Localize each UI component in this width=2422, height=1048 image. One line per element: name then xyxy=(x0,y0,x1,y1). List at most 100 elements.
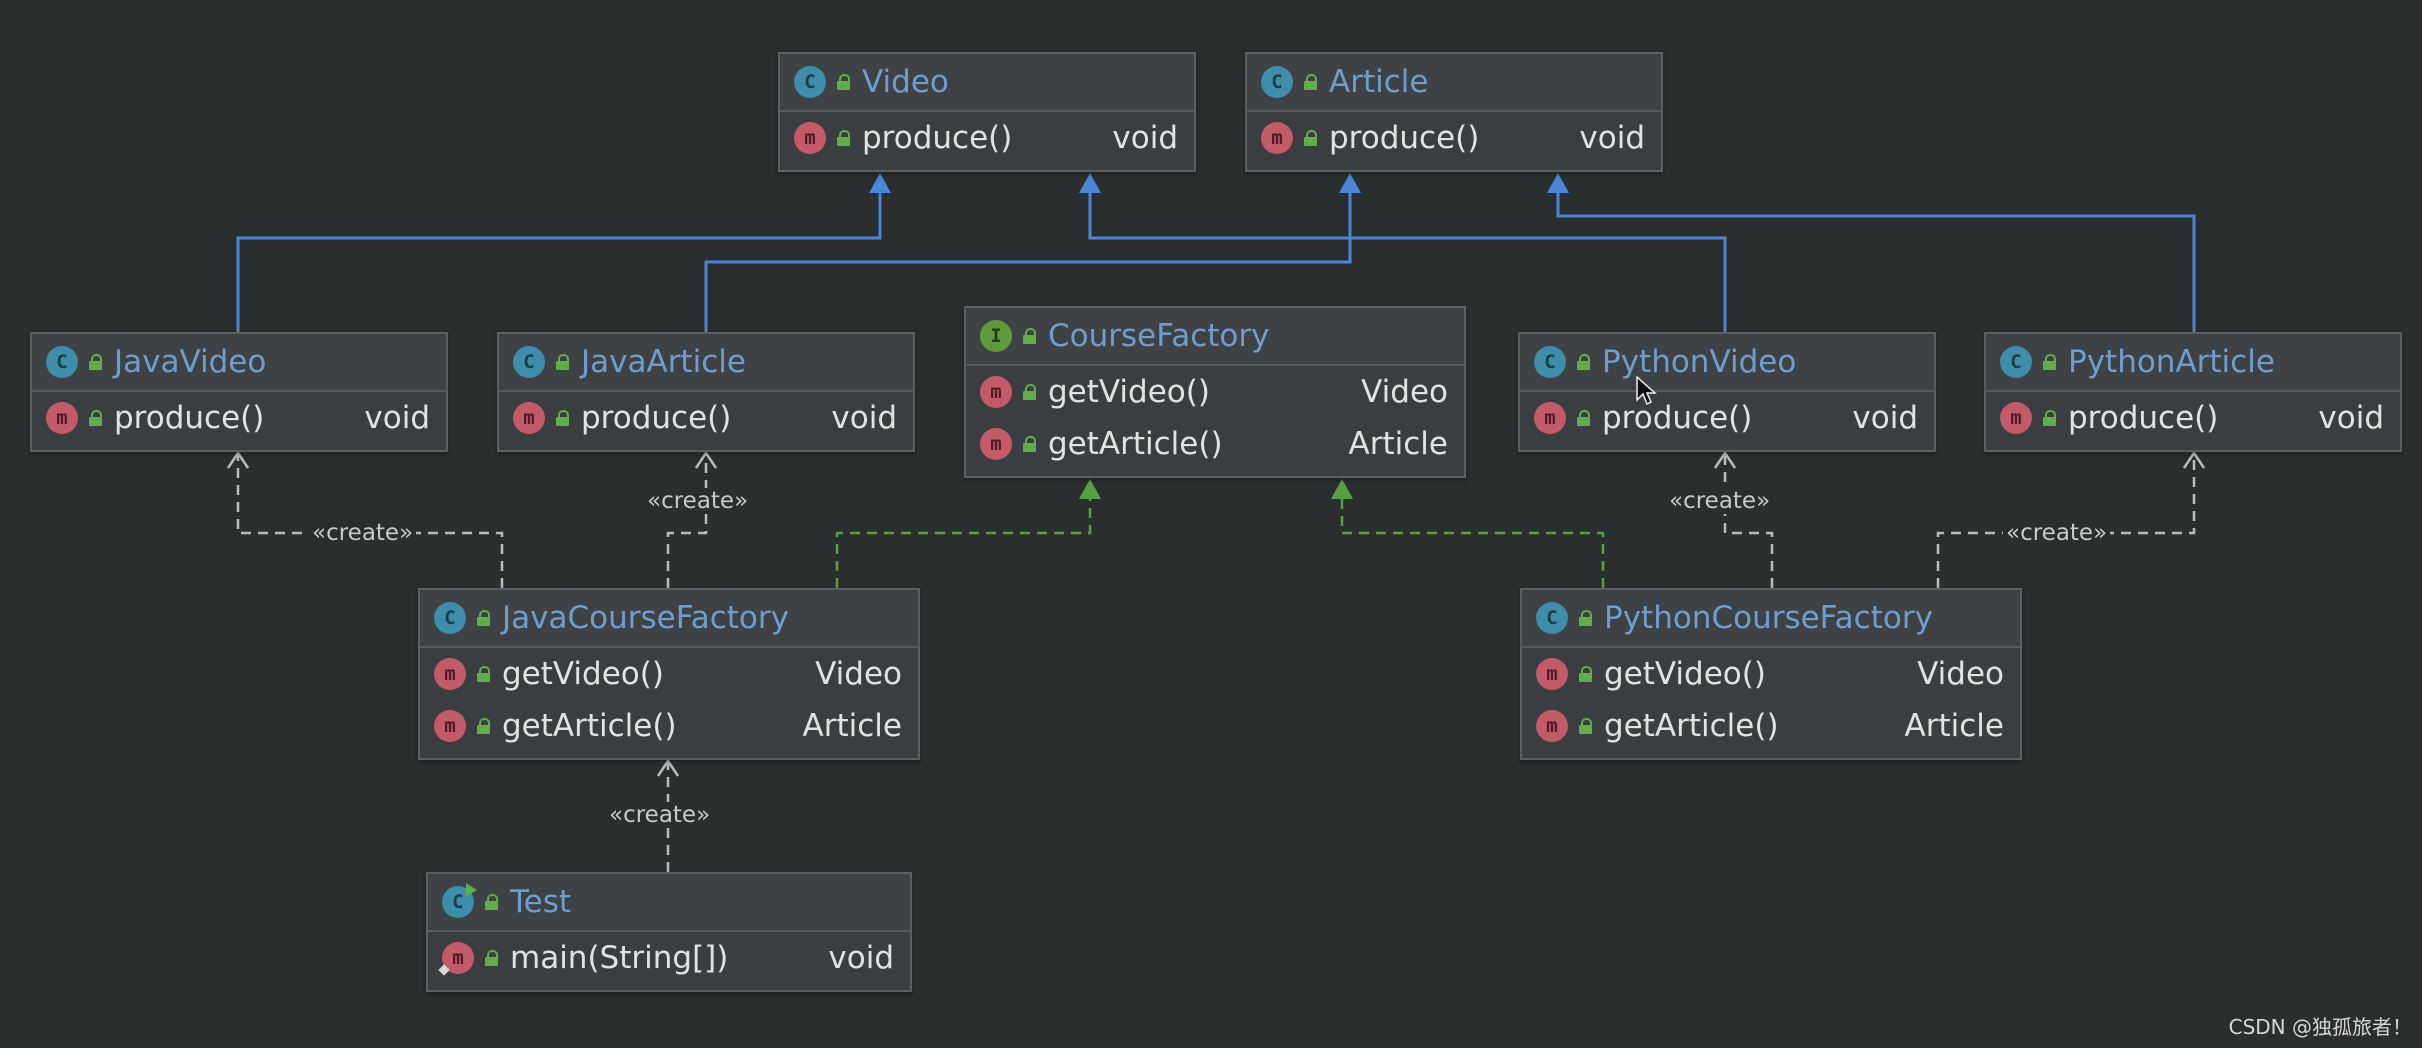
public-lock-icon xyxy=(1578,610,1594,626)
class-header: C PythonVideo xyxy=(1520,334,1934,392)
return-type: void xyxy=(2318,400,2384,436)
public-lock-icon xyxy=(476,666,492,682)
class-box-pythonvideo[interactable]: C PythonVideo m produce() void xyxy=(1518,332,1936,452)
method-name: produce() xyxy=(862,120,1013,156)
class-icon: C xyxy=(2000,346,2032,378)
method-name: getVideo() xyxy=(1604,656,1766,692)
method-row[interactable]: m getArticle() Article xyxy=(966,418,1464,470)
extends-line-pythonarticle-article xyxy=(1556,192,2196,332)
public-lock-icon xyxy=(1576,354,1592,370)
class-box-javaarticle[interactable]: C JavaArticle m produce() void xyxy=(497,332,915,452)
method-row[interactable]: m produce() void xyxy=(499,392,913,444)
extends-arrowhead xyxy=(869,173,891,193)
method-icon: m xyxy=(980,428,1012,460)
method-icon: m xyxy=(46,402,78,434)
method-row[interactable]: m getVideo() Video xyxy=(1522,648,2020,700)
implements-line-pythoncoursefactory xyxy=(1340,498,1605,588)
return-type: Video xyxy=(815,656,902,692)
implements-arrowhead xyxy=(1331,479,1353,499)
watermark: CSDN @独孤旅者！ xyxy=(2228,1015,2412,1039)
public-lock-icon xyxy=(476,610,492,626)
class-box-pythonarticle[interactable]: C PythonArticle m produce() void xyxy=(1984,332,2402,452)
class-header: C Test xyxy=(428,874,910,932)
method-name: getVideo() xyxy=(502,656,664,692)
return-type: void xyxy=(831,400,897,436)
create-arrowhead xyxy=(1713,450,1737,469)
method-name: produce() xyxy=(1602,400,1753,436)
method-icon: m xyxy=(980,376,1012,408)
class-header: C JavaCourseFactory xyxy=(420,590,918,648)
method-row[interactable]: m produce() void xyxy=(780,112,1194,164)
class-header: C Article xyxy=(1247,54,1661,112)
public-lock-icon xyxy=(1578,666,1594,682)
method-row[interactable]: m getVideo() Video xyxy=(966,366,1464,418)
class-name: PythonCourseFactory xyxy=(1604,600,1933,636)
return-type: Video xyxy=(1361,374,1448,410)
public-lock-icon xyxy=(1578,718,1594,734)
class-name: JavaCourseFactory xyxy=(502,600,789,636)
public-lock-icon xyxy=(476,718,492,734)
extends-line-javavideo-video xyxy=(236,192,882,332)
create-arrowhead xyxy=(694,450,718,469)
method-name: produce() xyxy=(581,400,732,436)
create-arrowhead xyxy=(2182,450,2206,469)
method-icon: m xyxy=(794,122,826,154)
extends-line-javaarticle-article xyxy=(704,192,1352,332)
method-name: main(String[]) xyxy=(510,940,729,976)
class-name: Test xyxy=(510,884,572,920)
class-name: PythonVideo xyxy=(1602,344,1797,380)
return-type: void xyxy=(1579,120,1645,156)
public-lock-icon xyxy=(1303,130,1319,146)
class-icon: C xyxy=(46,346,78,378)
return-type: void xyxy=(1852,400,1918,436)
class-box-video[interactable]: C Video m produce() void xyxy=(778,52,1196,172)
method-icon: m xyxy=(434,710,466,742)
interface-icon: I xyxy=(980,320,1012,352)
public-lock-icon xyxy=(484,894,500,910)
method-row[interactable]: m produce() void xyxy=(1247,112,1661,164)
class-icon: C xyxy=(434,602,466,634)
method-name: produce() xyxy=(114,400,265,436)
method-row[interactable]: m produce() void xyxy=(1986,392,2400,444)
public-lock-icon xyxy=(2042,410,2058,426)
method-row[interactable]: m main(String[]) void xyxy=(428,932,910,984)
create-line-javaarticle xyxy=(666,454,708,588)
method-icon: m xyxy=(1536,710,1568,742)
return-type: void xyxy=(364,400,430,436)
extends-arrowhead xyxy=(1547,173,1569,193)
extends-line-pythonvideo-video xyxy=(1088,192,1727,332)
public-lock-icon xyxy=(555,354,571,370)
class-header: C JavaArticle xyxy=(499,334,913,392)
method-row[interactable]: m produce() void xyxy=(32,392,446,444)
class-header: C Video xyxy=(780,54,1194,112)
class-icon: C xyxy=(1534,346,1566,378)
method-row[interactable]: m getArticle() Article xyxy=(1522,700,2020,752)
method-name: getArticle() xyxy=(502,708,677,744)
class-box-javavideo[interactable]: C JavaVideo m produce() void xyxy=(30,332,448,452)
class-icon: C xyxy=(794,66,826,98)
extends-arrowhead xyxy=(1339,173,1361,193)
create-label-pythonarticle: «create» xyxy=(2003,520,2111,546)
public-lock-icon xyxy=(1022,328,1038,344)
class-box-javacoursefactory[interactable]: C JavaCourseFactory m getVideo() Video m… xyxy=(418,588,920,760)
implements-line-javacoursefactory xyxy=(835,498,1092,588)
class-box-test[interactable]: C Test m main(String[]) void xyxy=(426,872,912,992)
public-lock-icon xyxy=(88,354,104,370)
class-box-pythoncoursefactory[interactable]: C PythonCourseFactory m getVideo() Video… xyxy=(1520,588,2022,760)
class-box-article[interactable]: C Article m produce() void xyxy=(1245,52,1663,172)
method-row[interactable]: m getArticle() Article xyxy=(420,700,918,752)
method-icon: m xyxy=(2000,402,2032,434)
method-icon: m xyxy=(513,402,545,434)
interface-box-coursefactory[interactable]: I CourseFactory m getVideo() Video m get… xyxy=(964,306,1466,478)
public-lock-icon xyxy=(1303,74,1319,90)
class-icon: C xyxy=(513,346,545,378)
method-row[interactable]: m getVideo() Video xyxy=(420,648,918,700)
class-name: PythonArticle xyxy=(2068,344,2275,380)
method-icon: m xyxy=(1261,122,1293,154)
class-name: CourseFactory xyxy=(1048,318,1270,354)
method-name: produce() xyxy=(1329,120,1480,156)
method-name: getArticle() xyxy=(1048,426,1223,462)
method-row[interactable]: m produce() void xyxy=(1520,392,1934,444)
public-lock-icon xyxy=(836,130,852,146)
